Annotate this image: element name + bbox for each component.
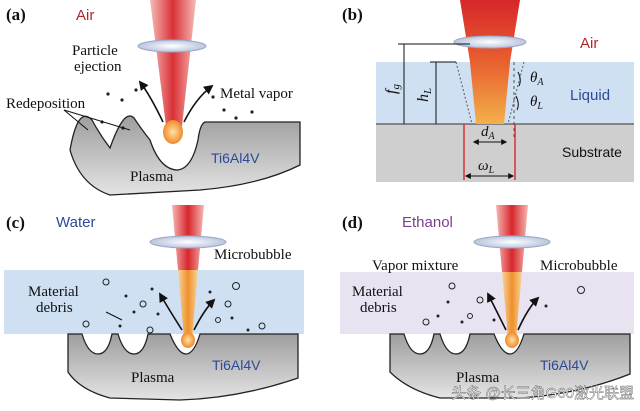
panel-c-microbubbles [82,278,266,334]
panel-a-redeposition-pointer-2 [63,109,131,131]
panel-a-particle-label-2: ejection [74,59,122,75]
panel-b-laser-beam [460,0,520,124]
panel-d-debris-label-1: Material [352,284,403,300]
panel-d-material-label: Ti6Al4V [540,357,589,373]
panel-b-fg-label: fg [383,84,402,94]
panel-a-letter: (a) [6,5,26,24]
panel-d-vapor-mixture-label: Vapor mixture [372,258,459,274]
panel-d-plasma [505,332,519,348]
panel-a-particle-label-1: Particle [72,43,118,59]
panel-b-liquid-label: Liquid [570,87,610,104]
panel-d-workpiece [389,333,631,399]
panel-d-material-debris [436,300,548,324]
watermark: 头条 @长三角G60激光联盟 [451,385,634,402]
panel-d-laser-beam-in-liquid [502,272,522,338]
panel-b: (b) Air Liquid Substrate fg hL θA θL dA … [342,0,634,182]
panel-c: (c) Water Microbubble Material debris Pl… [4,205,304,401]
panel-b-focusing-lens [453,35,527,49]
panel-b-da-label: dA [481,124,496,142]
panel-a-vapor-arrow-right [183,84,214,123]
panel-d-microbubbles [422,282,585,326]
panel-a-ejection-arrow-left [138,80,164,123]
panel-c-material-debris [118,287,250,332]
panel-c-microbubble-label: Microbubble [214,247,292,263]
panel-d-letter: (d) [342,213,363,232]
panel-d-microbubble-label: Microbubble [540,258,618,274]
panel-b-omega-l-label: ωL [478,158,495,176]
panel-d-ethanol-layer [340,272,634,334]
panel-c-letter: (c) [6,213,25,232]
panel-d-focusing-lens [473,235,551,249]
panel-b-substrate-label: Substrate [562,144,622,160]
panel-c-debris-label-1: Material [28,284,79,300]
panel-d-plasma-label: Plasma [456,370,500,386]
panel-d-debris-label-2: debris [360,300,397,316]
panel-c-medium-label: Water [56,214,95,231]
panel-b-letter: (b) [342,5,363,24]
panel-a-plasma-label: Plasma [130,169,174,185]
panel-b-substrate [376,124,634,182]
panel-a-workpiece [69,115,301,196]
panel-c-laser-beam-in-liquid [178,270,198,338]
panel-c-plasma [181,332,195,348]
panel-a-material-label: Ti6Al4V [211,150,260,166]
panel-c-plasma-label: Plasma [131,370,175,386]
panel-a-focusing-lens [137,39,207,53]
panel-d: (d) Ethanol Vapor mixture Microbubble Ma… [340,205,634,399]
panel-b-theta-l-label: θL [530,94,543,112]
panel-c-workpiece [67,333,299,401]
panel-b-air-label: Air [580,35,598,52]
panel-b-theta-a-label: θA [530,70,544,88]
panel-b-hl-label: hL [415,88,434,102]
panel-a-laser-beam [150,0,196,126]
panel-c-focusing-lens [149,235,227,249]
panel-c-material-label: Ti6Al4V [212,357,261,373]
panel-c-debris-label-2: debris [36,300,73,316]
panel-a-plasma [163,120,183,144]
panel-a-metal-vapor-label: Metal vapor [220,86,293,102]
panel-a-redeposition-pointer-1 [63,109,89,131]
panel-c-water-layer [4,270,304,334]
panel-a: (a) Air Particle ejection Metal vapor Re… [6,0,301,196]
panel-a-redeposition-label: Redeposition [6,96,86,112]
panel-d-medium-label: Ethanol [402,214,453,231]
panel-a-medium-label: Air [76,7,94,24]
